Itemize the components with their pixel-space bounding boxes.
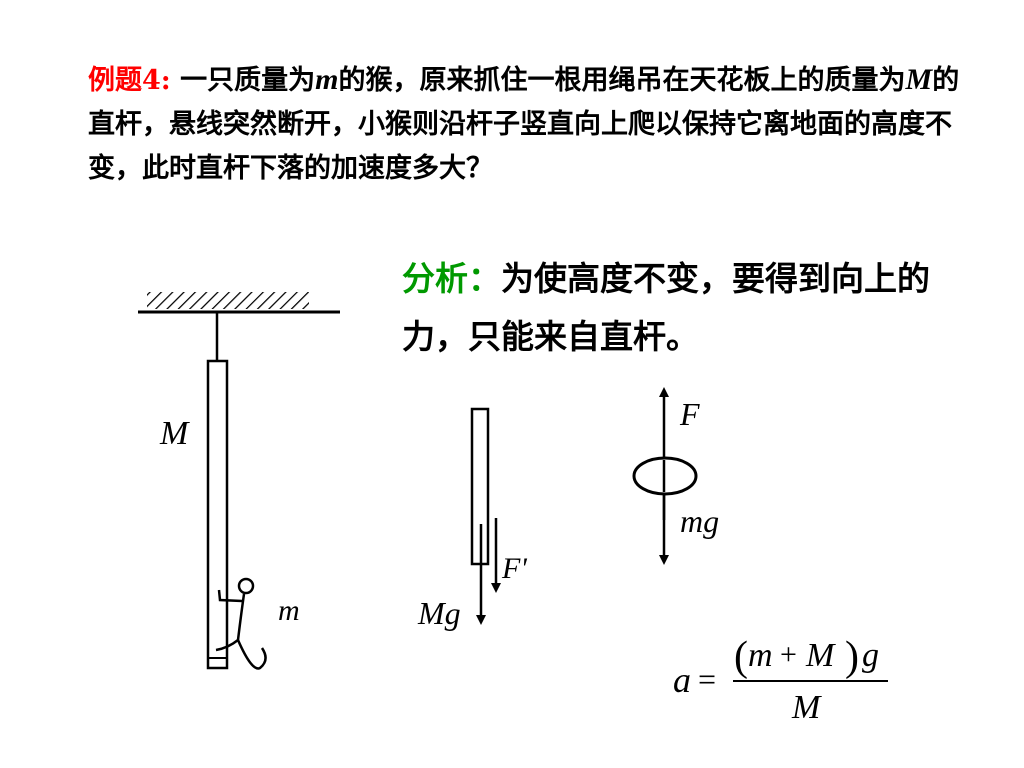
formula-lhs: a (673, 660, 691, 700)
formula-paren-open: ( (734, 634, 748, 680)
formula-paren-close: ) (845, 634, 859, 680)
monkey-leg-1 (215, 639, 239, 652)
label-rod-force: F' (501, 552, 527, 585)
label-monkey-force: F (679, 396, 700, 432)
rod-free-body (470, 407, 501, 625)
label-monkey-weight: mg (680, 503, 719, 539)
formula-plus: + (780, 638, 797, 671)
problem-label: 例题4: (88, 65, 171, 96)
label-rod-mass: M (159, 415, 190, 452)
formula-g: g (862, 637, 879, 674)
var-small-m: m (315, 63, 339, 96)
var-big-m: M (905, 63, 933, 96)
hanging-rod (206, 359, 229, 670)
analysis-text: 为使高度不变，要得到向上的力，只能来自直杆。 (402, 259, 930, 356)
ceiling (138, 292, 340, 314)
formula-equals: = (698, 661, 716, 697)
label-rod-weight: Mg (417, 595, 461, 631)
monkey-body (236, 593, 246, 641)
monkey-free-body (632, 387, 698, 565)
analysis-label: 分析： (402, 259, 501, 298)
monkey-figure (215, 577, 267, 670)
formula-denominator: M (791, 689, 822, 726)
monkey-arm (217, 589, 243, 603)
label-monkey-mass: m (278, 594, 300, 627)
monkey-leg-2 (236, 639, 267, 670)
problem-statement: 例题4: 一只质量为m的猴，原来抓住一根用绳吊在天花板上的质量为M的直杆，悬线突… (88, 58, 968, 191)
problem-text-2: 的猴，原来抓住一根用绳吊在天花板上的质量为 (338, 65, 906, 96)
formula: a = ( m + M ) g M (673, 634, 888, 726)
ceiling-hatch (147, 292, 309, 309)
analysis: 分析：为使高度不变，要得到向上的力，只能来自直杆。 (402, 250, 982, 366)
formula-m: m (748, 637, 773, 674)
problem-text-1: 一只质量为 (170, 65, 316, 96)
monkey-head (237, 577, 255, 595)
formula-M: M (805, 637, 836, 674)
problem-text-3: 的直杆，悬线突然断开，小猴则沿杆子竖直向上爬以保持它离地面的高度不变，此时直杆下… (88, 65, 960, 184)
